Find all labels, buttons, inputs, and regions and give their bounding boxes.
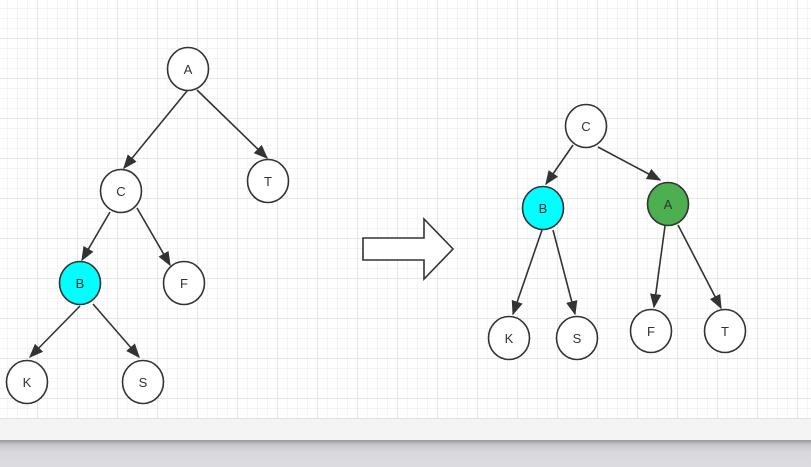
node-label: C	[581, 119, 590, 134]
node-circle	[629, 308, 673, 354]
node-label: S	[573, 331, 582, 346]
node-label: S	[139, 375, 148, 390]
edge-c-a	[597, 146, 662, 181]
node-label: K	[23, 375, 32, 390]
before-node-k: K	[5, 359, 49, 405]
before-node-s: S	[121, 359, 165, 405]
after-node-b: B	[521, 185, 565, 231]
node-circle	[5, 359, 49, 405]
node-circle	[555, 315, 599, 361]
edge-a-c	[123, 90, 188, 170]
node-circle	[487, 315, 531, 361]
before-tree-nodes: A C T B F K S	[5, 46, 290, 405]
window-bottom-shade	[0, 440, 811, 467]
before-node-c: C	[99, 168, 143, 214]
after-tree-nodes: C B A K S F T	[487, 103, 747, 361]
node-label: T	[721, 324, 729, 339]
node-circle	[166, 46, 210, 92]
node-label: T	[264, 174, 272, 189]
edge-a-f	[650, 225, 666, 309]
node-circle	[564, 103, 608, 149]
after-node-t: T	[703, 308, 747, 354]
edge-b-k	[511, 229, 543, 316]
edge-c-b	[81, 211, 111, 262]
after-tree-edges	[511, 144, 722, 316]
transition-arrow-icon	[362, 217, 455, 281]
before-node-t: T	[246, 158, 290, 204]
after-node-s: S	[555, 315, 599, 361]
before-node-a: A	[166, 46, 210, 92]
node-circle	[246, 158, 290, 204]
edge-c-b	[545, 144, 574, 186]
edge-a-t	[196, 89, 269, 160]
edge-b-k	[28, 305, 81, 359]
edge-b-s	[92, 303, 140, 359]
after-node-c: C	[564, 103, 608, 149]
before-tree-edges	[28, 89, 269, 359]
edge-c-f	[136, 207, 171, 267]
edge-a-t	[677, 224, 722, 310]
node-circle	[121, 359, 165, 405]
node-label: F	[180, 276, 188, 291]
node-label: A	[184, 62, 193, 77]
node-label: C	[116, 184, 125, 199]
after-node-k: K	[487, 315, 531, 361]
before-node-f: F	[162, 260, 206, 306]
node-circle	[646, 181, 690, 227]
node-circle	[703, 308, 747, 354]
node-circle	[162, 260, 206, 306]
after-node-a: A	[646, 181, 690, 227]
canvas-bottom-border	[0, 418, 811, 441]
edge-b-s	[552, 229, 578, 316]
node-label: K	[505, 331, 514, 346]
node-circle	[99, 168, 143, 214]
before-node-b: B	[58, 260, 102, 306]
node-label: F	[647, 324, 655, 339]
node-circle	[58, 260, 102, 306]
node-label: A	[664, 197, 673, 212]
node-label: B	[539, 201, 548, 216]
tree-rotation-diagram: A C T B F K S	[5, 46, 747, 405]
after-node-f: F	[629, 308, 673, 354]
node-label: B	[76, 276, 85, 291]
node-circle	[521, 185, 565, 231]
